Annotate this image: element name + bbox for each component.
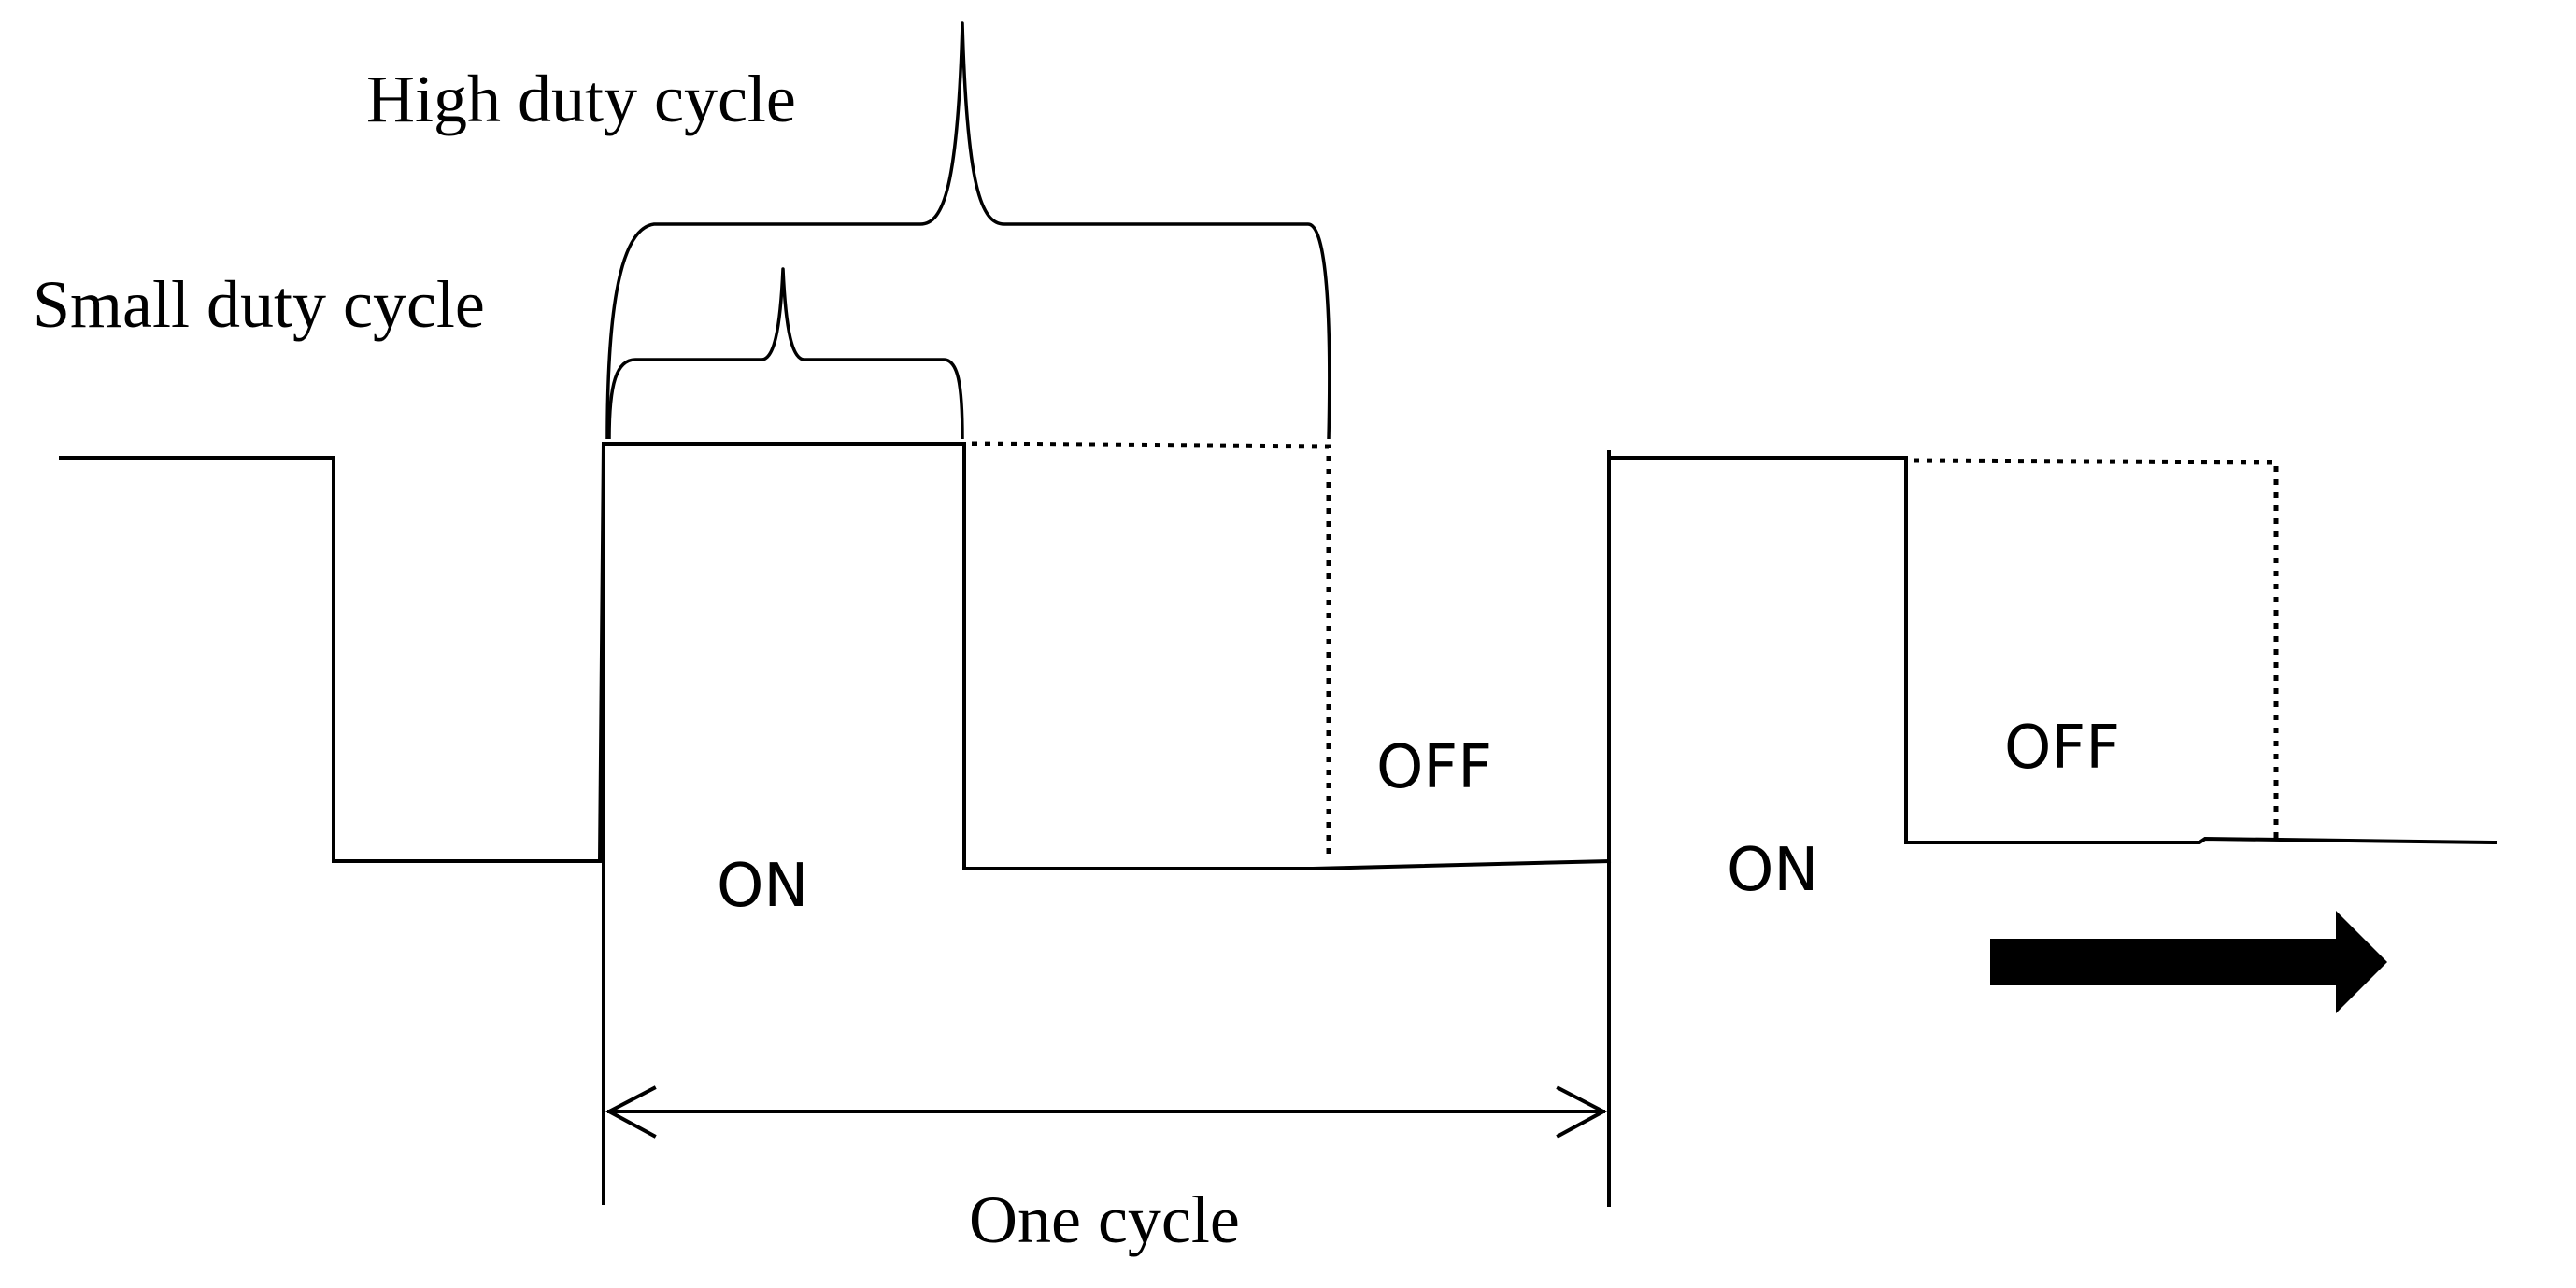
square-waveform: [59, 442, 1612, 870]
one-cycle-arrow-head-right: [1556, 1085, 1608, 1139]
high-duty-cycle-brace: [605, 21, 1331, 440]
one-cycle-arrow-head-left: [605, 1085, 657, 1139]
off-label-first: OFF: [1376, 733, 1492, 802]
high-duty-cycle-label: High duty cycle: [366, 62, 796, 136]
high-duty-dotted-extension-second: [1913, 458, 2279, 839]
square-waveform-second-cycle: [1607, 456, 2498, 845]
high-duty-dotted-extension: [971, 441, 1331, 861]
right-arrow-icon: [1990, 911, 2387, 1013]
off-label-second: OFF: [2004, 714, 2120, 783]
one-cycle-label: One cycle: [969, 1182, 1240, 1257]
on-label-first: ON: [717, 852, 808, 921]
small-duty-cycle-label: Small duty cycle: [33, 267, 485, 342]
small-duty-cycle-brace: [607, 267, 964, 440]
on-label-second: ON: [1727, 836, 1818, 905]
